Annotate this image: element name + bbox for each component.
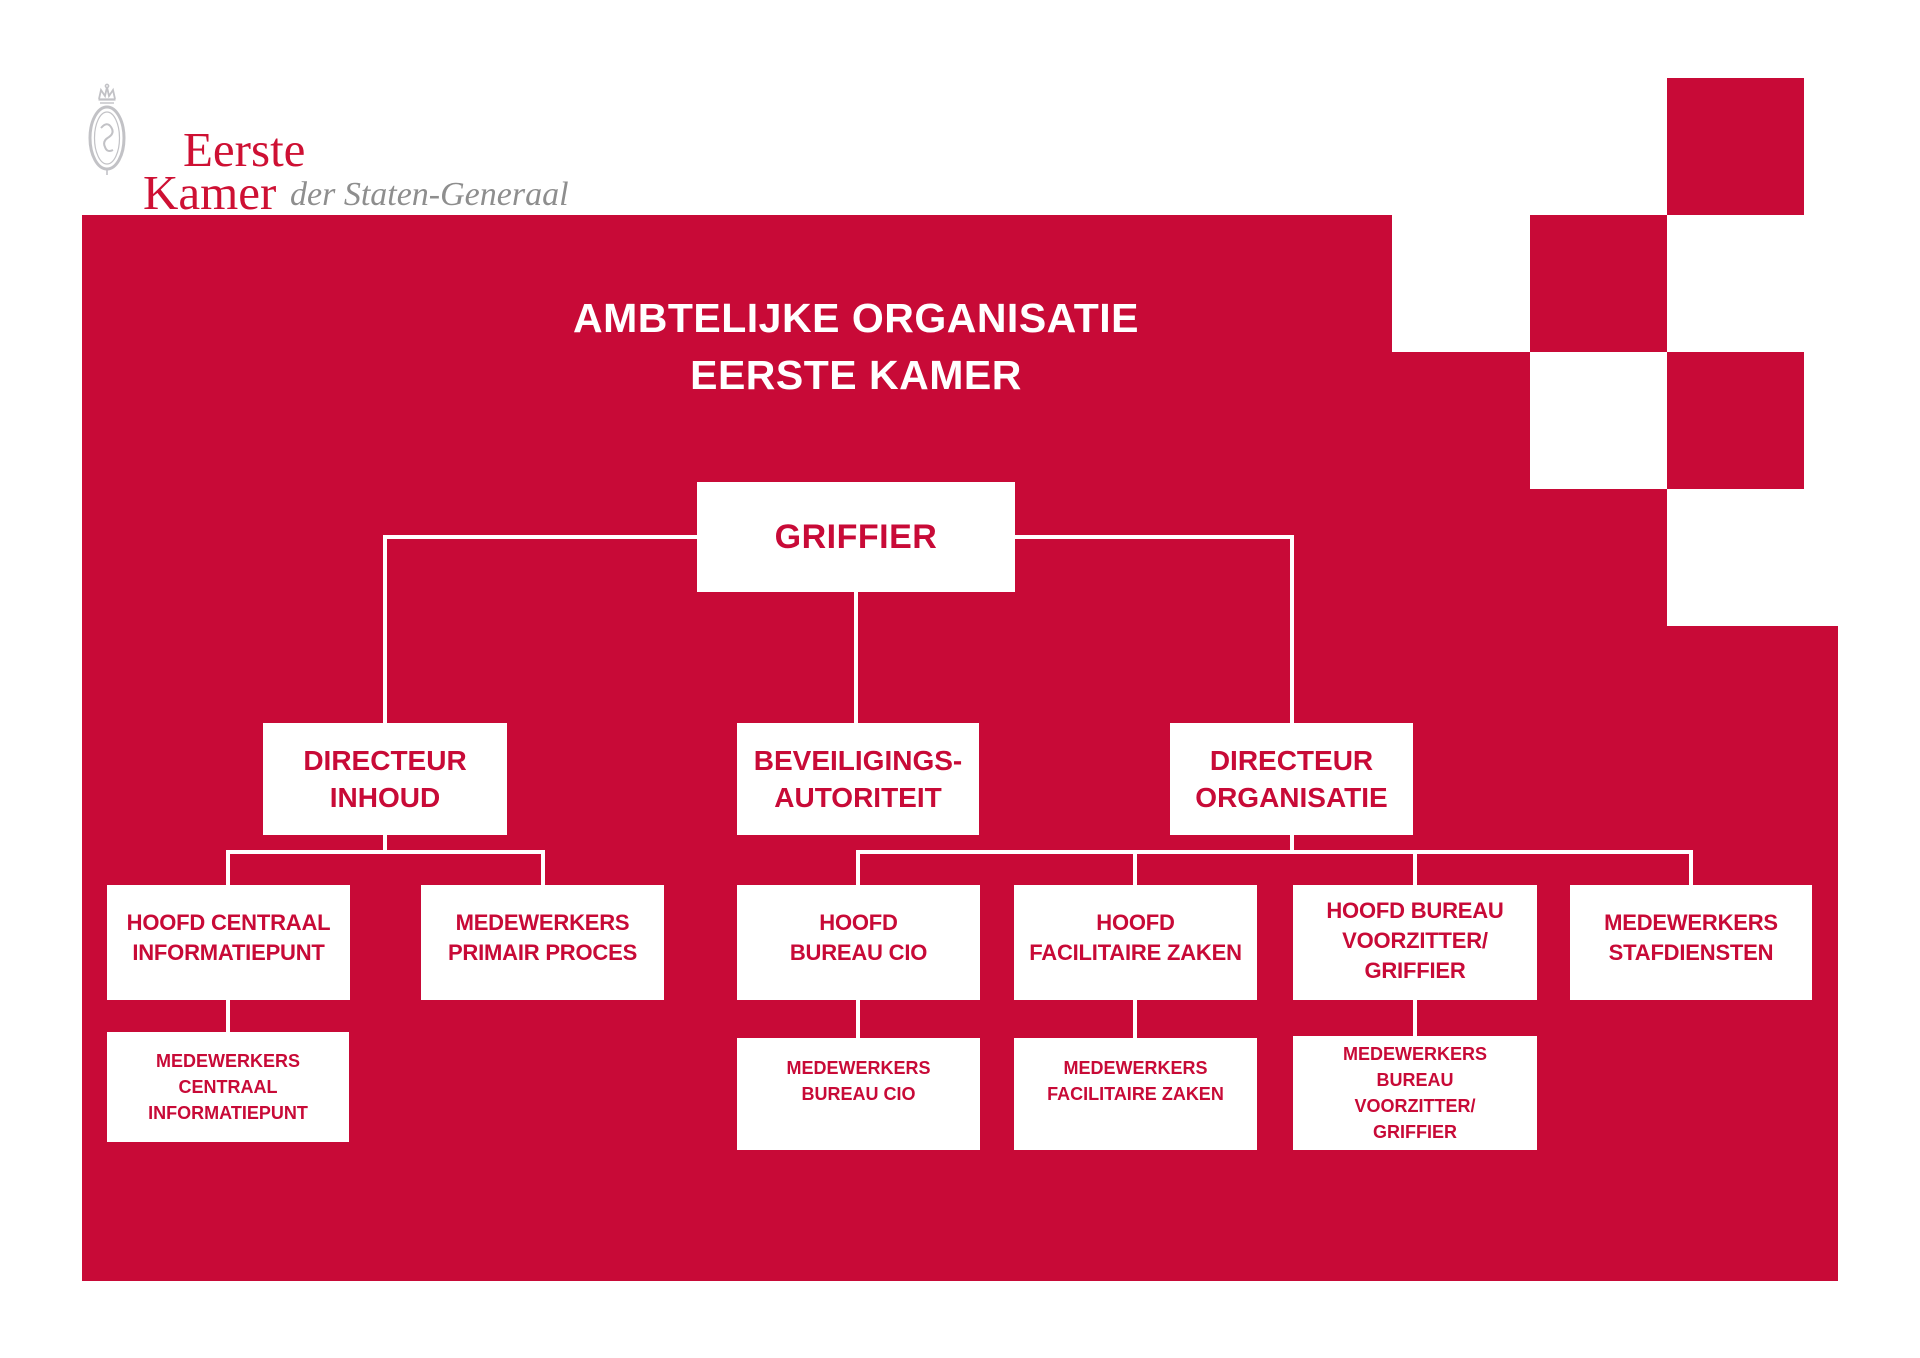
eerste-kamer-crest-icon <box>88 83 126 175</box>
checker-red-square <box>1667 352 1804 489</box>
checker-red-square <box>1530 215 1667 352</box>
org-box-beveiligingsautoriteit: BEVEILIGINGS- AUTORITEIT <box>737 723 979 835</box>
org-box-hoofd-facilitaire-zaken: HOOFD FACILITAIRE ZAKEN <box>1014 885 1257 1000</box>
org-box-medewerkers-bureau-cio: MEDEWERKERS BUREAU CIO <box>737 1038 980 1150</box>
connector-centraal-medewerkers <box>226 1000 230 1034</box>
org-box-medewerkers-facilitaire-zaken: MEDEWERKERS FACILITAIRE ZAKEN <box>1014 1038 1257 1150</box>
org-box-hoofd-bureau-cio: HOOFD BUREAU CIO <box>737 885 980 1000</box>
connector-griffier-left-horizontal <box>385 535 697 539</box>
org-box-hoofd-centraal-informatiepunt: HOOFD CENTRAAL INFORMATIEPUNT <box>107 885 350 1000</box>
org-box-medewerkers-stafdiensten: MEDEWERKERS STAFDIENSTEN <box>1570 885 1812 1000</box>
connector-drop-hoofd-bureau-voorzitter-griffier <box>1413 850 1417 887</box>
connector-griffier-directeur-inhoud <box>383 535 387 723</box>
connector-facilitaire-medewerkers <box>1133 1000 1137 1040</box>
logo-kamer: Kamer <box>143 165 277 220</box>
connector-inhoud-bar <box>226 850 545 854</box>
connector-drop-hoofd-facilitaire-zaken <box>1133 850 1137 887</box>
org-box-medewerkers-primair-proces: MEDEWERKERS PRIMAIR PROCES <box>421 885 664 1000</box>
logo-eerste: Eerste <box>183 122 306 177</box>
connector-inhoud-stub <box>383 833 387 852</box>
logo-subtitle: der Staten-Generaal <box>290 176 569 213</box>
page-title-line1: AMBTELIJKE ORGANISATIE <box>572 295 1140 341</box>
connector-drop-hoofd-centraal-informatiepunt <box>226 850 230 887</box>
org-box-medewerkers-bureau-voorzitter-griffier: MEDEWERKERS BUREAU VOORZITTER/ GRIFFIER <box>1293 1036 1537 1150</box>
page-title-line2: EERSTE KAMER <box>690 352 1022 398</box>
connector-drop-hoofd-bureau-cio <box>856 850 860 887</box>
org-box-griffier: GRIFFIER <box>697 482 1015 592</box>
page-title: AMBTELIJKE ORGANISATIE EERSTE KAMER <box>296 290 1416 404</box>
org-box-directeur-inhoud: DIRECTEUR INHOUD <box>263 723 507 835</box>
connector-cio-medewerkers <box>856 1000 860 1040</box>
checker-white-cut <box>1667 489 1838 626</box>
connector-drop-medewerkers-primair-proces <box>541 850 545 887</box>
connector-griffier-right-horizontal <box>1015 535 1292 539</box>
connector-griffier-directeur-organisatie <box>1290 535 1294 723</box>
checker-red-square <box>1667 78 1804 215</box>
connector-organisatie-bar <box>856 850 1693 854</box>
connector-organisatie-stub <box>1290 833 1294 852</box>
org-box-medewerkers-centraal-informatiepunt: MEDEWERKERS CENTRAAL INFORMATIEPUNT <box>107 1032 349 1142</box>
connector-voorzitter-medewerkers <box>1413 1000 1417 1038</box>
org-box-hoofd-bureau-voorzitter-griffier: HOOFD BUREAU VOORZITTER/ GRIFFIER <box>1293 885 1537 1000</box>
connector-griffier-beveiligingsautoriteit <box>854 592 858 723</box>
connector-drop-medewerkers-stafdiensten <box>1689 850 1693 887</box>
org-box-directeur-organisatie: DIRECTEUR ORGANISATIE <box>1170 723 1413 835</box>
